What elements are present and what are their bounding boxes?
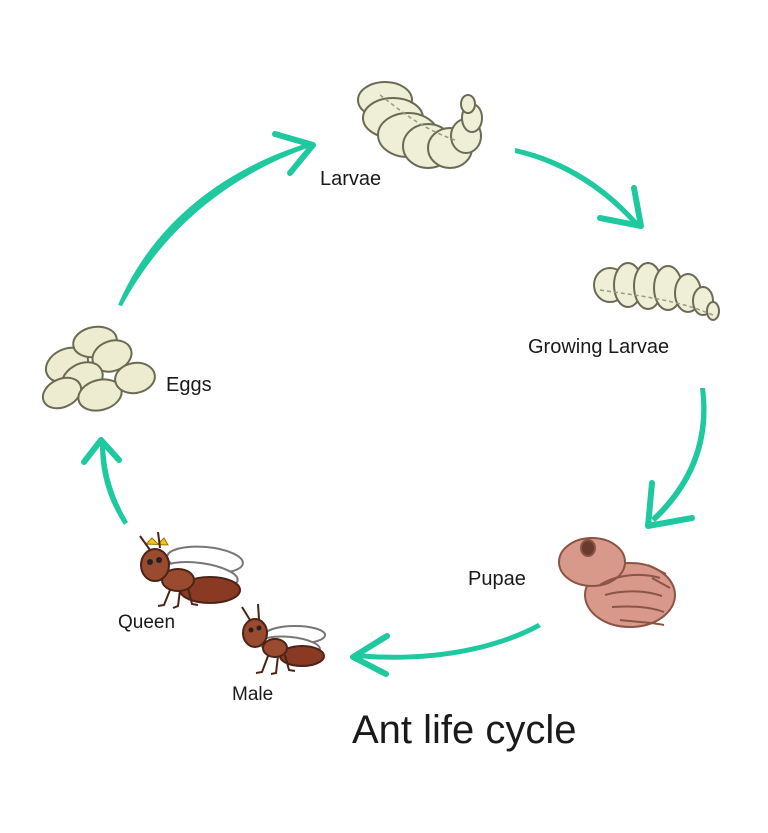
- growing-larvae-label: Growing Larvae: [528, 336, 670, 358]
- eggs-icon: [41, 325, 156, 412]
- eggs-label: Eggs: [166, 374, 212, 396]
- male-label: Male: [232, 684, 274, 705]
- pupa-icon: [558, 537, 676, 628]
- growing-larva-icon: [593, 262, 720, 321]
- arrow-eggs-to-larvae: [118, 131, 316, 306]
- pupae-label: Pupae: [468, 568, 526, 590]
- male-ant-icon: [241, 603, 326, 675]
- arrow-pupae-to-adults: [350, 623, 541, 677]
- queen-ant-icon: [139, 531, 244, 609]
- arrow-adults-to-eggs: [81, 437, 128, 525]
- arrow-growing-to-pupae: [645, 388, 707, 529]
- larva-icon: [357, 81, 483, 169]
- arrow-larvae-to-growing: [515, 148, 644, 229]
- larvae-label: Larvae: [320, 168, 382, 190]
- queen-label: Queen: [118, 612, 176, 633]
- diagram-title: Ant life cycle: [352, 708, 577, 752]
